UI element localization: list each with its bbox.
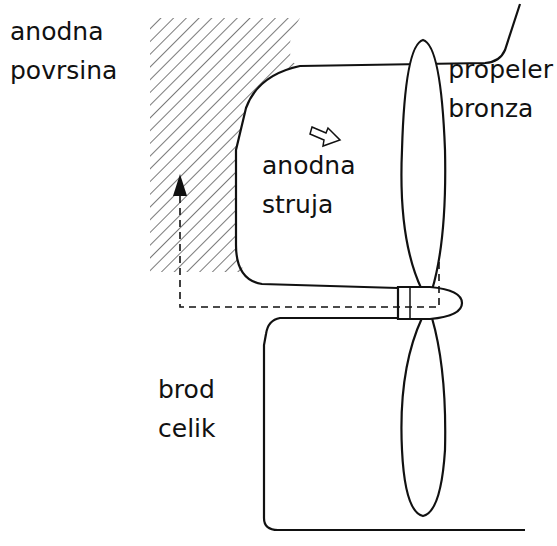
part-label: brod celik (158, 370, 216, 448)
propeller-hub (398, 287, 462, 319)
hub-joint (409, 287, 411, 319)
hull-outline (236, 4, 520, 288)
propeller-blade (401, 318, 445, 516)
part-label: propeler bronza (448, 50, 553, 128)
skeg-outline (264, 318, 525, 530)
region-label: anodna povrsina (10, 12, 117, 90)
propeller-blade (401, 40, 445, 290)
anodic-current-arrow (310, 127, 340, 146)
current-label: anodna struja (262, 146, 356, 224)
anodic-hatching (150, 18, 310, 278)
current-arrowhead (173, 174, 187, 196)
